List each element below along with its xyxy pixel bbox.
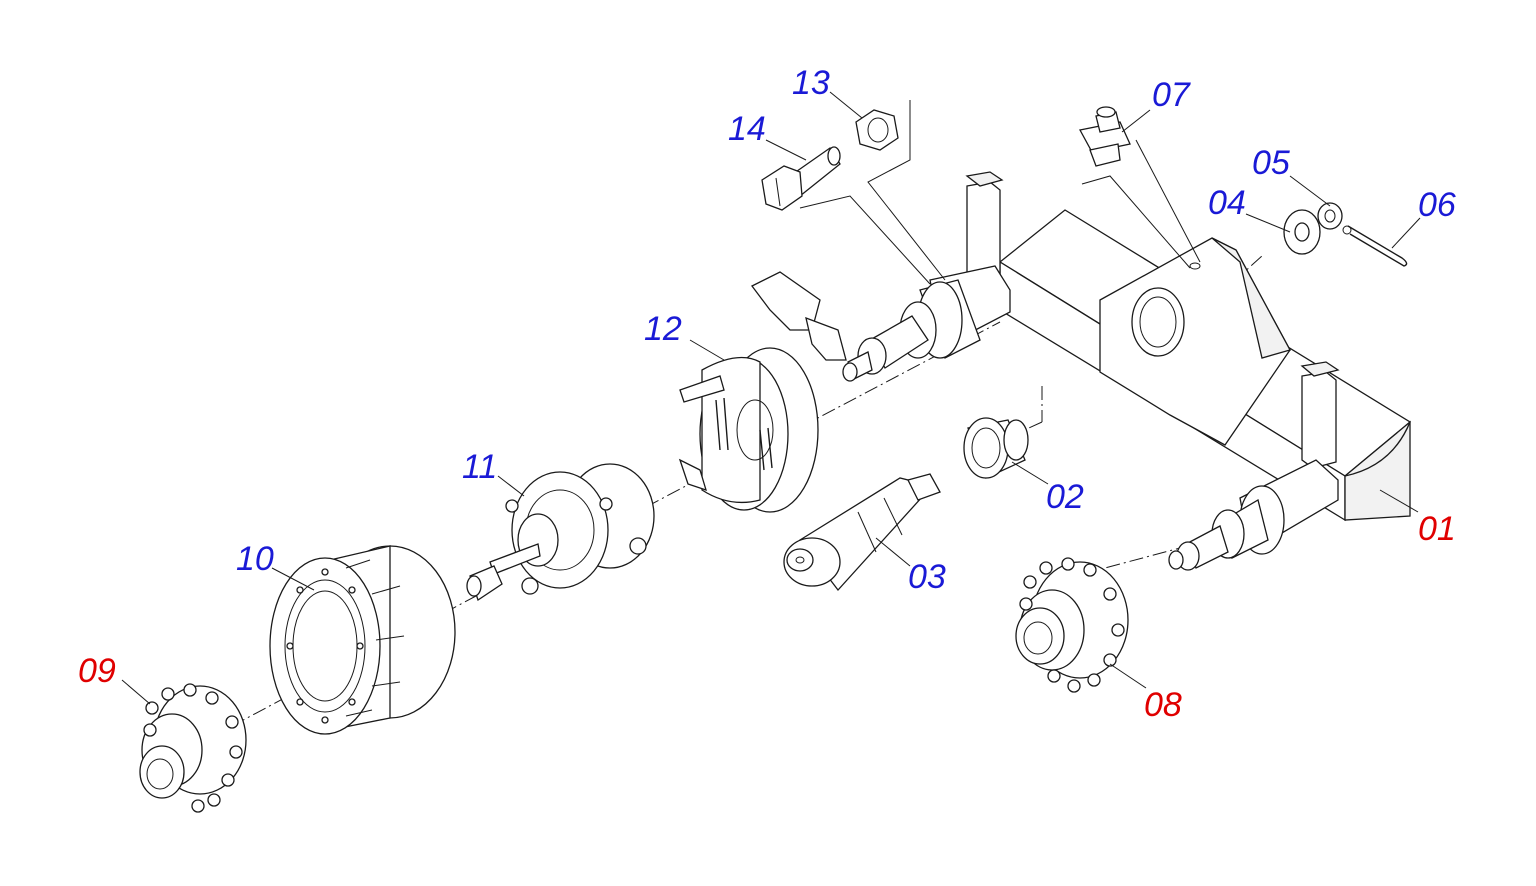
part-label-01: 01	[1418, 510, 1456, 548]
part-label-12: 12	[644, 310, 682, 348]
axle-beam-part-01	[929, 171, 1412, 541]
cotter-pin-part-06	[1342, 225, 1408, 267]
part-label-03: 03	[908, 558, 946, 596]
part-label-14: 14	[728, 110, 766, 148]
part-label-11: 11	[462, 448, 498, 486]
brake-assembly-part-12	[678, 271, 847, 513]
right-spindle	[1168, 485, 1285, 571]
part-label-05: 05	[1252, 144, 1290, 182]
part-label-08: 08	[1144, 686, 1182, 724]
part-label-04: 04	[1208, 184, 1246, 222]
castle-nut-part-05	[1317, 202, 1343, 230]
bushing-part-02	[963, 417, 1029, 479]
wheel-hub-part-08	[1015, 557, 1129, 693]
part-label-10: 10	[236, 540, 274, 578]
part-label-02: 02	[1046, 478, 1084, 516]
pin-part-03	[783, 473, 941, 592]
wheel-hub-part-09	[139, 683, 247, 813]
nut-part-13	[855, 109, 899, 151]
part-label-13: 13	[792, 64, 830, 102]
part-label-07: 07	[1152, 76, 1190, 114]
left-spindle	[842, 279, 981, 382]
brake-drum-part-10	[269, 545, 456, 735]
leader-lines	[121, 91, 1421, 705]
part-label-06: 06	[1418, 186, 1456, 224]
part-label-09: 09	[78, 652, 116, 690]
bolt-part-14	[761, 146, 841, 211]
grease-fitting-part-07	[1079, 106, 1131, 167]
brake-chamber-part-11	[466, 463, 655, 602]
washer-part-04	[1283, 209, 1321, 255]
